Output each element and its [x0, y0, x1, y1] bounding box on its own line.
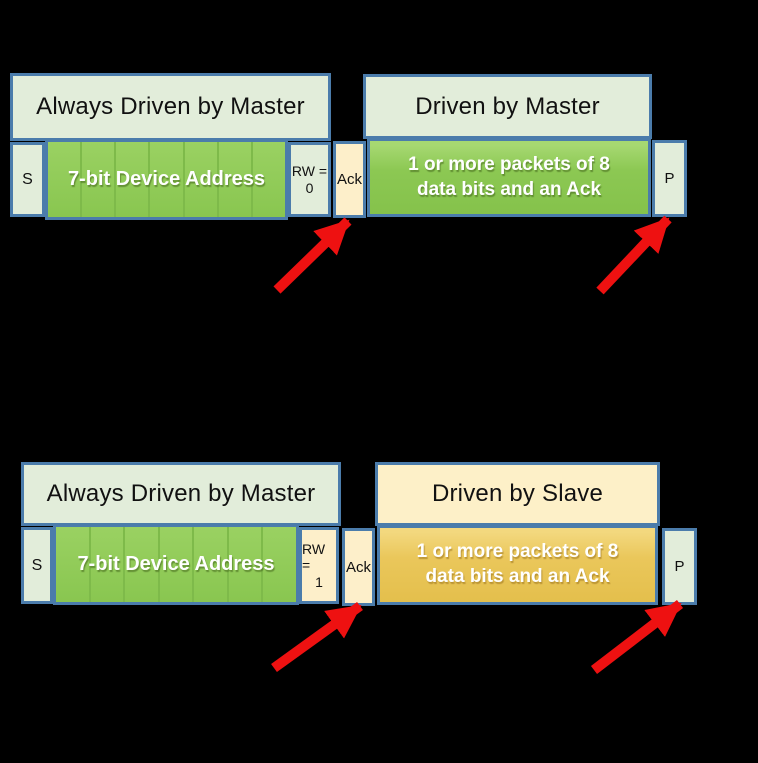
read-start-bit-box: S — [21, 527, 53, 604]
write-master-header: Always Driven by Master — [10, 73, 331, 141]
write-packets-line2: data bits and an Ack — [416, 178, 602, 200]
read-master-header: Always Driven by Master — [21, 462, 341, 526]
read-driven-by-slave-label: Driven by Slave — [431, 480, 604, 507]
write-ack-label: Ack — [336, 171, 362, 188]
write-start-bit-box: S — [10, 142, 45, 217]
read-stop-arrow-icon — [590, 600, 684, 674]
read-start-bit-label: S — [31, 556, 43, 574]
read-address-bit-cells — [56, 527, 296, 602]
read-rw-value: 1 — [315, 573, 323, 590]
read-device-address-label: 7-bit Device Address — [77, 553, 275, 575]
write-packets-line1: 1 or more packets of 8 — [408, 153, 610, 175]
read-data-packets-box: 1 or more packets of 8 data bits and an … — [377, 525, 658, 605]
read-device-address-box: 7-bit Device Address — [53, 524, 299, 605]
read-rw-bit-box: RW = 1 — [299, 527, 339, 604]
read-ack-label: Ack — [345, 558, 371, 576]
write-rw-bit-box: RW = 0 — [288, 142, 331, 217]
read-driven-by-slave-header: Driven by Slave — [375, 462, 660, 526]
read-ack-box: Ack — [342, 528, 375, 606]
write-driven-by-master-label: Driven by Master — [415, 92, 600, 120]
read-stop-bit-label: P — [674, 558, 685, 575]
write-ack-box: Ack — [333, 141, 366, 218]
read-packets-line1: 1 or more packets of 8 — [416, 541, 619, 563]
write-device-address-box: 7-bit Device Address — [45, 139, 288, 220]
write-driven-by-master-header: Driven by Master — [363, 74, 652, 139]
write-data-packets-box: 1 or more packets of 8 data bits and an … — [367, 138, 651, 217]
read-rw-label: RW = — [302, 541, 326, 574]
read-master-header-label: Always Driven by Master — [46, 480, 316, 507]
write-stop-bit-box: P — [652, 140, 687, 217]
read-packets-line2: data bits and an Ack — [425, 566, 610, 587]
write-ack-arrow-icon — [273, 217, 352, 294]
write-rw-label: RW = — [291, 163, 328, 180]
write-stop-arrow-icon — [596, 215, 672, 295]
write-start-bit-label: S — [22, 170, 33, 188]
read-stop-bit-box: P — [662, 528, 697, 605]
write-device-address-label: 7-bit Device Address — [67, 168, 266, 190]
write-stop-bit-label: P — [664, 170, 675, 187]
write-rw-value: 0 — [305, 179, 314, 196]
read-ack-arrow-icon — [271, 601, 363, 673]
write-address-bit-cells — [48, 142, 285, 217]
write-master-header-label: Always Driven by Master — [36, 93, 305, 120]
